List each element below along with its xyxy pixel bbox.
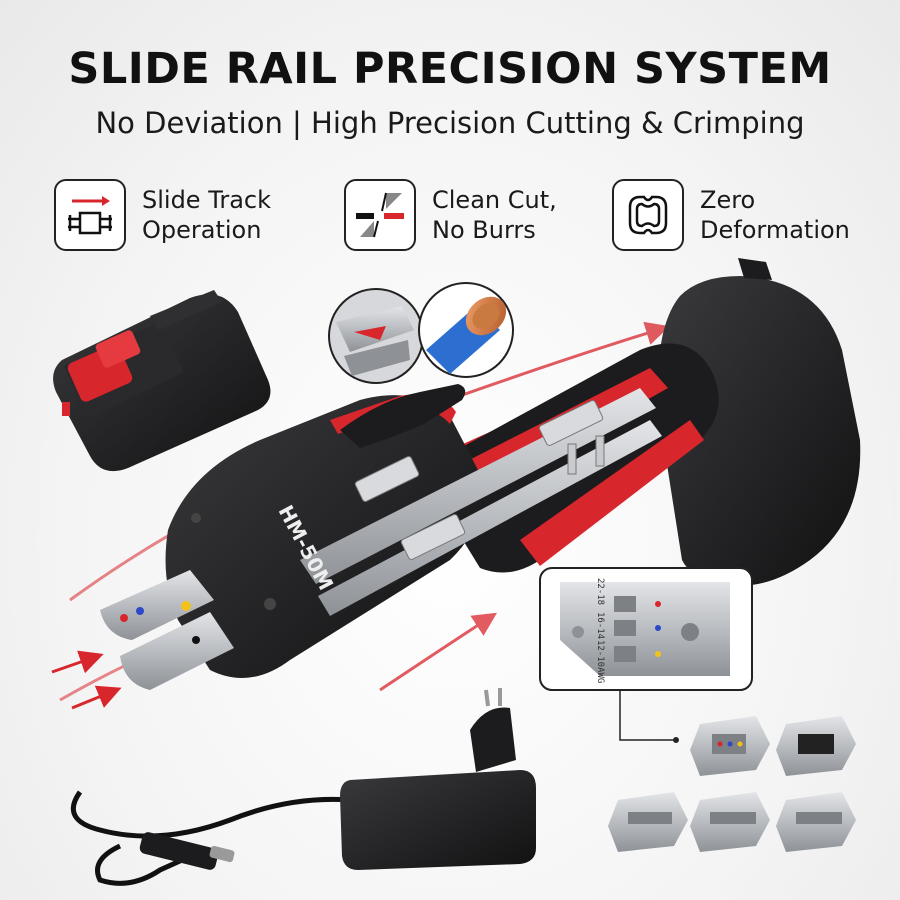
headline: SLIDE RAIL PRECISION SYSTEM [68,44,832,94]
die-closeup-panel: 22-18 16-14 12-10AWG [539,567,753,743]
feature-zero-deformation-line2: Deformation [700,216,850,244]
feature-slide-track-line1: Slide Track [142,186,271,214]
wire-detail-inset [418,282,514,378]
feature-zero-deformation-line1: Zero [700,186,756,214]
charger-adapter [70,688,536,886]
die-marking-2: 16-14 [595,612,605,639]
zero-deformation-icon [612,179,684,251]
slide-track-icon [54,179,126,251]
crimping-tool: HM-50M [100,258,861,690]
die-set-5 [776,792,856,852]
clean-cut-icon [344,179,416,251]
cut-detail-inset [328,288,424,384]
feature-slide-track: Slide Track Operation [54,176,271,254]
die-marking-1: 22-18 [595,578,605,605]
battery-pack [53,290,271,472]
die-set-2 [776,716,856,776]
die-set-4 [690,792,770,852]
replacement-dies [608,716,856,852]
feature-clean-cut-line2: No Burrs [432,216,536,244]
die-set-1 [690,716,770,776]
feature-slide-track-line2: Operation [142,216,262,244]
subheadline: No Deviation | High Precision Cutting & … [95,106,805,140]
feature-clean-cut: Clean Cut, No Burrs [344,176,557,254]
feature-zero-deformation: Zero Deformation [612,176,850,254]
die-set-3 [608,792,688,852]
feature-clean-cut-line1: Clean Cut, [432,186,557,214]
die-marking-3: 12-10AWG [595,640,605,683]
